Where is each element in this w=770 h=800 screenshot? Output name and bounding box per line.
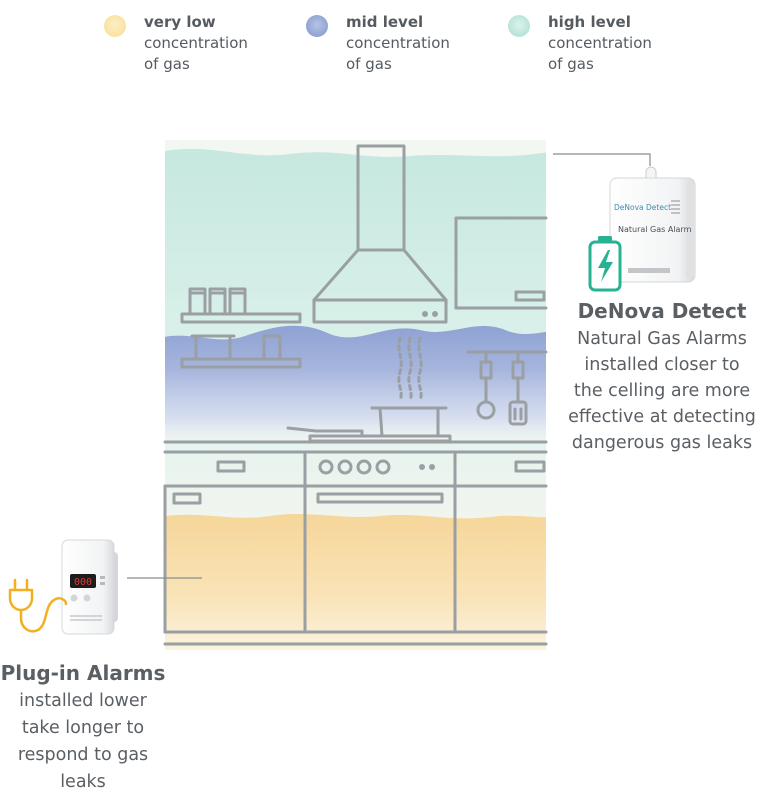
mid-concentration-layer: [165, 325, 546, 450]
battery-charging-icon: [588, 236, 622, 292]
legend-desc-line: of gas: [144, 55, 190, 73]
lower-shelf: [180, 334, 302, 369]
denova-detect-device: DeNova Detect Natural Gas Alarm: [609, 166, 696, 283]
denova-body-line: dangerous gas leaks: [571, 433, 753, 453]
right-cabinet: [453, 460, 548, 634]
plugin-display-readout: 000: [74, 577, 92, 588]
upper-shelf: [180, 287, 302, 324]
high-concentration-layer: [165, 148, 546, 345]
wall-cabinet: [454, 216, 548, 310]
legend-level-label: very low: [144, 13, 216, 31]
low-concentration-layer: [165, 514, 546, 650]
denova-detect-callout: DeNova Detect Natural Gas Alarms install…: [548, 296, 770, 456]
legend-swatch-high-level: [508, 15, 530, 37]
plugin-alarms-callout: Plug-in Alarms installed lower take long…: [0, 658, 166, 796]
utensil-rail: [466, 350, 548, 426]
legend-swatch-very-low: [104, 15, 126, 37]
denova-body-line: installed closer to: [584, 355, 740, 375]
plugin-alarm-device: 000: [61, 539, 118, 635]
legend-desc-line: concentration: [548, 34, 652, 52]
legend-desc-line: of gas: [548, 55, 594, 73]
plugin-body-line: respond to gas: [17, 745, 149, 765]
counter: [163, 440, 548, 488]
oven: [303, 450, 457, 634]
device-product-label: Natural Gas Alarm: [618, 225, 692, 234]
denova-connector-line: [553, 153, 651, 166]
plugin-body-line: installed lower: [19, 691, 147, 711]
gas-concentration-legend: very low concentration of gas mid level …: [0, 12, 770, 82]
denova-body-line: effective at detecting: [568, 407, 756, 427]
denova-body-line: Natural Gas Alarms: [577, 329, 747, 349]
legend-swatch-mid-level: [306, 15, 328, 37]
legend-level-label: high level: [548, 13, 631, 31]
range-hood: [312, 144, 448, 324]
legend-desc-line: of gas: [346, 55, 392, 73]
denova-title: DeNova Detect: [577, 299, 747, 323]
left-cabinet: [163, 460, 307, 634]
kitchen-line-art: [163, 144, 548, 646]
plugin-body-line: leaks: [60, 772, 106, 792]
plugin-title: Plug-in Alarms: [0, 661, 166, 685]
legend-desc-line: concentration: [346, 34, 450, 52]
steam: [397, 336, 423, 402]
power-plug-icon: [8, 578, 68, 633]
denova-body-line: the celling are more: [573, 381, 751, 401]
legend-desc-line: concentration: [144, 34, 248, 52]
device-brand-label: DeNova Detect: [614, 203, 671, 212]
legend-level-label: mid level: [346, 13, 424, 31]
plugin-body-line: take longer to: [21, 718, 145, 738]
